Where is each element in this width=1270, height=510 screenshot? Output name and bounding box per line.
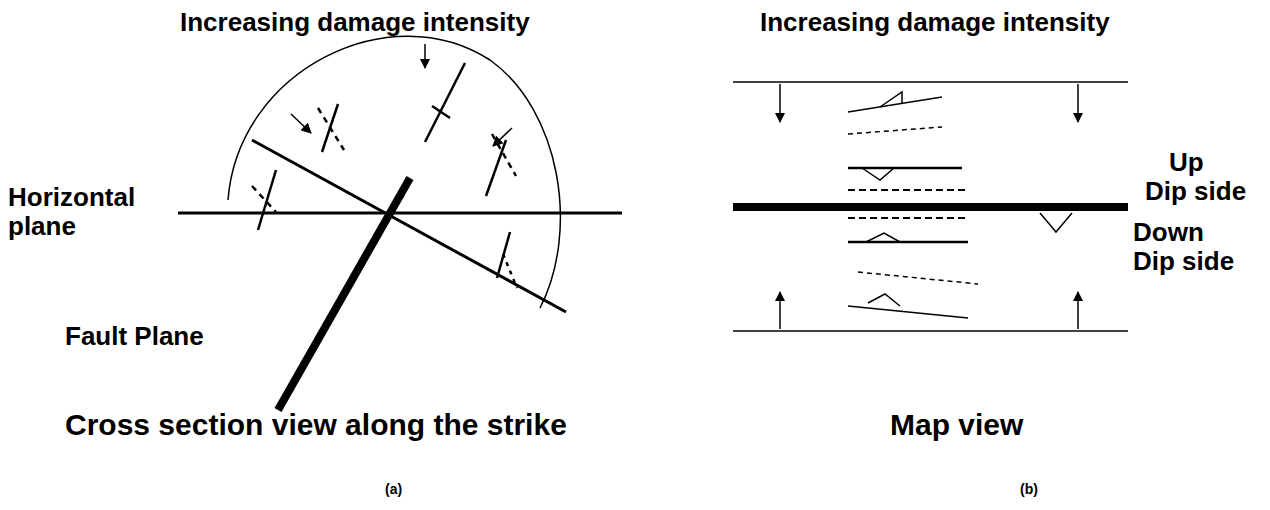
side-label: Down Dip side	[1133, 218, 1239, 276]
panel-letter: (a)	[385, 482, 402, 498]
damage-envelope	[228, 36, 560, 308]
boundary-line	[733, 81, 1128, 83]
panel-title: Cross section view along the strike	[65, 408, 567, 442]
plane-label: Fault Plane	[65, 322, 204, 351]
intensity-arrow	[291, 114, 311, 133]
intensity-arrow	[493, 128, 512, 146]
map-view	[733, 82, 1128, 331]
panel-title: Map view	[890, 408, 1023, 442]
conjugate-plane	[252, 140, 566, 312]
fracture-symbols	[848, 92, 1072, 318]
damage-arrow-title: Increasing damage intensity	[180, 8, 530, 37]
cross-section	[178, 36, 622, 410]
intensity-arrow	[424, 44, 426, 68]
side-label: Up Dip side	[1145, 148, 1251, 206]
boundary-line	[733, 330, 1128, 332]
horizontal-plane	[178, 212, 622, 215]
panel-letter: (b)	[1020, 482, 1038, 498]
fault-plane	[278, 178, 410, 410]
damage-arrow-title: Increasing damage intensity	[760, 8, 1110, 37]
plane-label: Horizontal plane	[8, 183, 143, 241]
fault-trace	[733, 203, 1128, 211]
fractures	[252, 63, 517, 288]
